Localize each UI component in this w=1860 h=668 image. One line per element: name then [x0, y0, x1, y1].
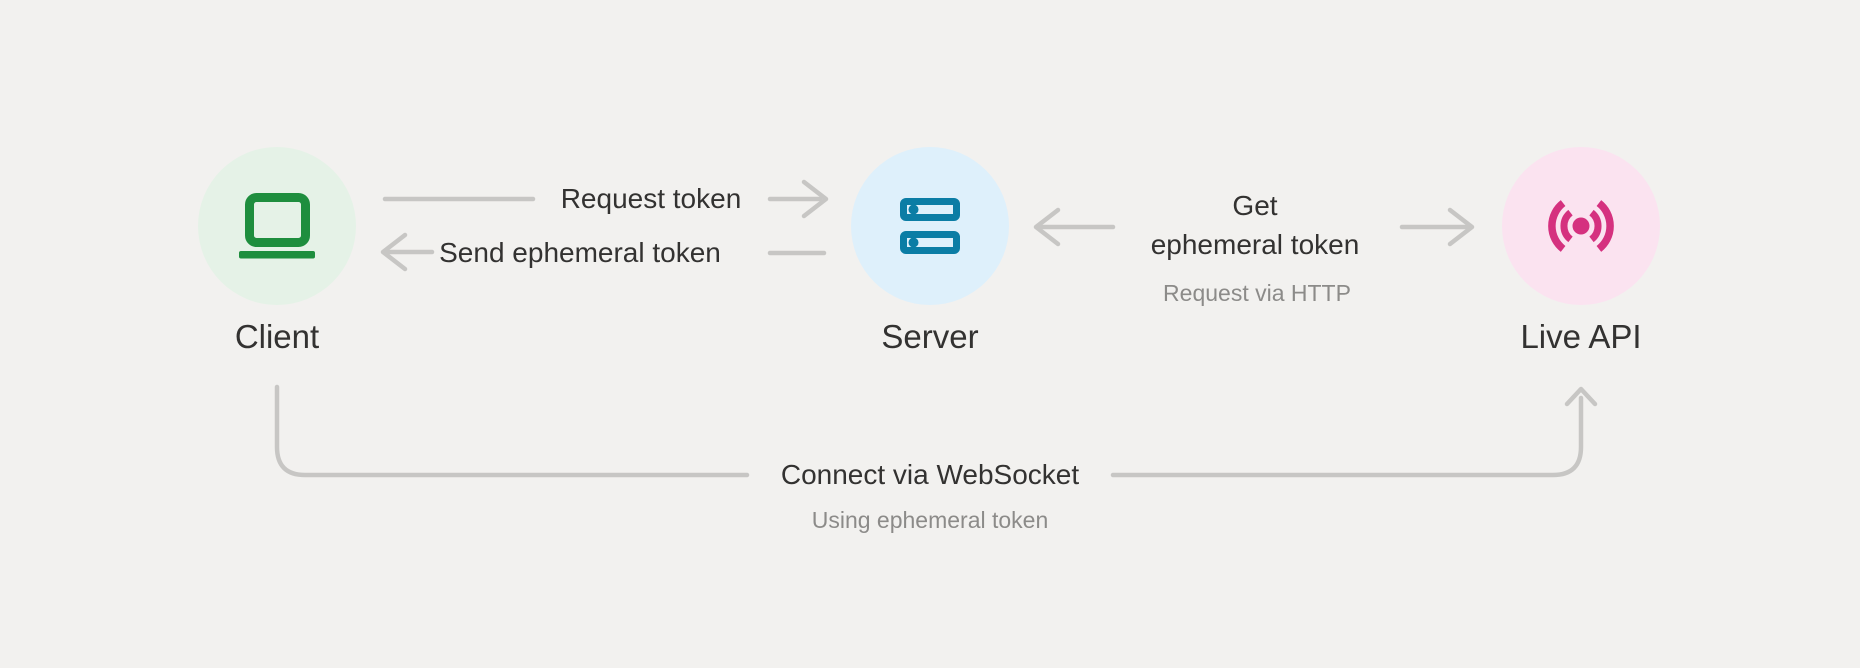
server-label: Server: [881, 318, 979, 355]
client-node: [198, 147, 356, 305]
get-ephemeral-token-label-line1: Get: [1232, 190, 1278, 221]
get-ephemeral-token-label-line2: ephemeral token: [1150, 229, 1360, 260]
server-node: [851, 147, 1009, 305]
client-label: Client: [234, 318, 320, 355]
request-token-label: Request token: [560, 183, 742, 214]
arrow-get-ephemeral-token: [1033, 207, 1475, 247]
live-api-node: [1502, 147, 1660, 305]
request-via-http-sublabel: Request via HTTP: [1163, 280, 1351, 306]
arrow-connect-websocket: [274, 384, 1598, 478]
send-ephemeral-token-label: Send ephemeral token: [439, 237, 721, 268]
connect-via-websocket-label: Connect via WebSocket: [780, 459, 1080, 490]
live-api-label: Live API: [1520, 318, 1642, 355]
laptop-icon: [239, 193, 315, 259]
live-broadcast-icon: [1548, 200, 1614, 252]
arrow-request-token: [382, 179, 829, 219]
get-ephemeral-token-label: Get ephemeral token: [1105, 186, 1405, 264]
using-ephemeral-token-sublabel: Using ephemeral token: [811, 507, 1049, 533]
arrow-send-ephemeral-token: [380, 232, 827, 272]
server-rack-icon: [900, 198, 960, 254]
